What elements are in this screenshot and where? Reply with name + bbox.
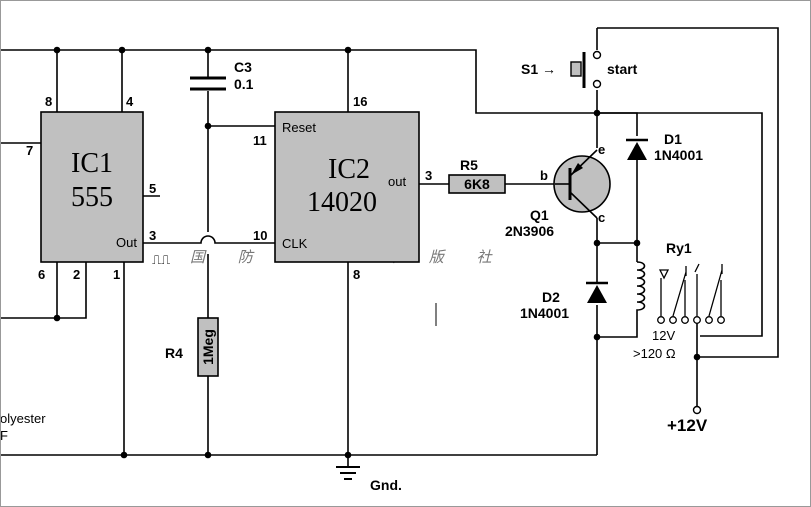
- r4-value: 1Meg: [200, 329, 216, 365]
- resistor-r5: 6K8 R5: [448, 157, 506, 194]
- q1-ref: Q1: [530, 207, 549, 223]
- r5-ref: R5: [460, 157, 478, 173]
- capacitor-c3: C3 0.1: [190, 59, 254, 92]
- ic2-14020: IC2 14020 Reset CLK out 16 11 10 3 8: [253, 94, 432, 282]
- wires: [0, 27, 779, 467]
- ic2-pin16: 16: [353, 94, 367, 109]
- q1-collector-label: c: [598, 210, 605, 225]
- ic2-name: IC2: [328, 154, 370, 185]
- c3-value: 0.1: [234, 76, 254, 92]
- ic2-pin10: 10: [253, 228, 267, 243]
- diode-d1: D1 1N4001: [626, 131, 703, 163]
- s1-start-label: start: [607, 61, 638, 77]
- relay-resistance: >120 Ω: [633, 346, 676, 361]
- ic1-555: IC1 555 Out 8 4 7 5 3 6 2 1: [26, 94, 156, 282]
- r4-ref: R4: [165, 345, 183, 361]
- q1-base-label: b: [540, 168, 548, 183]
- supply-label: +12V: [667, 416, 708, 435]
- d1-part: 1N4001: [654, 147, 703, 163]
- ic1-pin4: 4: [126, 94, 134, 109]
- switch-s1: S1 → start: [521, 50, 638, 89]
- relay-voltage: 12V: [652, 328, 675, 343]
- diode-d2: D2 1N4001: [520, 281, 608, 321]
- ic1-pin6: 6: [38, 267, 45, 282]
- ic2-reset-label: Reset: [282, 120, 316, 135]
- ic2-pin3: 3: [425, 168, 432, 183]
- ic2-pin11: 11: [253, 133, 267, 148]
- supply-12v: +12V: [667, 405, 708, 435]
- ic1-out-label: Out: [116, 235, 137, 250]
- left-note-line2: F: [0, 428, 8, 443]
- ic1-part: 555: [71, 182, 113, 213]
- ic1-pin1: 1: [113, 267, 120, 282]
- d2-ref: D2: [542, 289, 560, 305]
- relay-ry1: Ry1 12V >120 Ω: [633, 240, 725, 361]
- pulse-symbol: ⎍⎍: [152, 252, 170, 267]
- junction-dots: [53, 46, 701, 459]
- d2-part: 1N4001: [520, 305, 569, 321]
- ic1-name: IC1: [71, 148, 113, 179]
- ic1-pin3: 3: [149, 228, 156, 243]
- ground-symbol: Gnd.: [336, 466, 402, 493]
- ic1-pin8: 8: [45, 94, 52, 109]
- ic2-out-label: out: [388, 174, 406, 189]
- resistor-r4: 1Meg R4: [165, 317, 219, 377]
- s1-ref: S1 →: [521, 61, 556, 77]
- ic1-pin2: 2: [73, 267, 80, 282]
- transistor-q1: b e c Q1 2N3906: [505, 142, 611, 239]
- ic1-pin7: 7: [26, 143, 33, 158]
- ic2-part: 14020: [307, 187, 377, 218]
- relay-ref: Ry1: [666, 240, 692, 256]
- ic1-pin5: 5: [149, 181, 156, 196]
- q1-emitter-label: e: [598, 142, 605, 157]
- left-note-line1: olyester: [0, 411, 46, 426]
- ic2-pin8: 8: [353, 267, 360, 282]
- ic2-clk-label: CLK: [282, 236, 308, 251]
- d1-ref: D1: [664, 131, 682, 147]
- q1-part: 2N3906: [505, 223, 554, 239]
- ground-label: Gnd.: [370, 477, 402, 493]
- c3-ref: C3: [234, 59, 252, 75]
- r5-value: 6K8: [464, 176, 490, 192]
